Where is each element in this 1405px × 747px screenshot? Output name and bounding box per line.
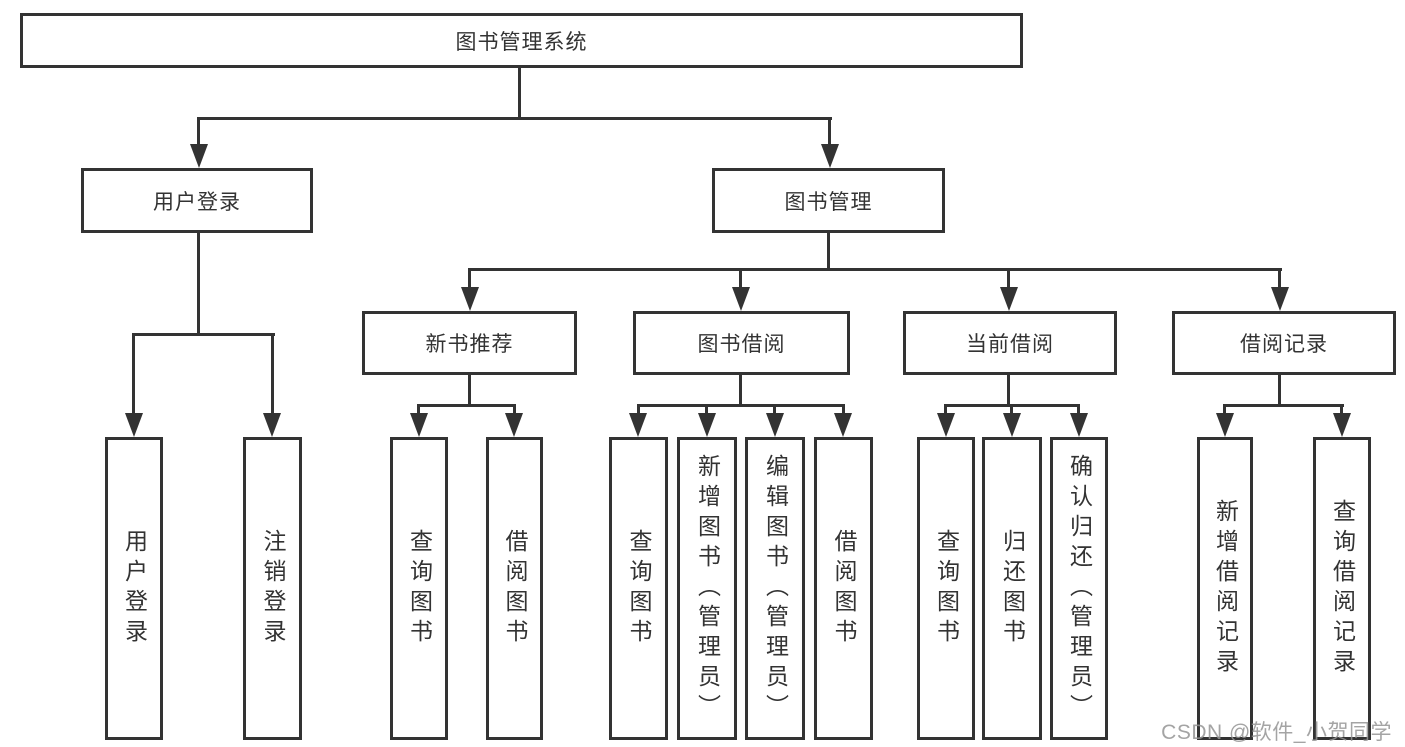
leaf-label: 注销登录 [260,528,286,649]
leaf-user-login: 用户登录 [105,437,163,740]
arrow-down-icon [1003,413,1021,437]
connector-stem [1278,373,1281,407]
node-current-borrow-label: 当前借阅 [966,333,1054,356]
connector-drop [637,404,640,416]
connector-drop [1223,404,1226,416]
node-user-login: 用户登录 [81,168,313,233]
arrow-down-icon [1216,413,1234,437]
arrow-down-icon [629,413,647,437]
leaf-query-books-new: 查询图书 [390,437,448,740]
leaf-return-book: 归还图书 [982,437,1042,740]
node-root: 图书管理系统 [20,13,1023,68]
connector-login-hline [132,333,275,336]
connector-drop [1077,404,1080,416]
arrow-down-icon [1070,413,1088,437]
arrow-down-icon [937,413,955,437]
connector-hline [637,404,845,407]
arrow-down-icon [732,287,750,311]
arrow-down-icon [263,413,281,437]
node-book-mgmt: 图书管理 [712,168,945,233]
connector-trunk [518,66,521,120]
node-book-borrow-label: 图书借阅 [697,333,786,356]
connector-drop [1340,404,1343,416]
leaf-borrow-books: 借阅图书 [814,437,873,740]
leaf-add-book-admin: 新增图书（管理员） [677,437,737,740]
leaf-query-borrow-record: 查询借阅记录 [1313,437,1371,740]
leaf-label: 查询借阅记录 [1329,498,1356,679]
connector-drop [705,404,708,416]
leaf-edit-book-admin: 编辑图书（管理员） [745,437,805,740]
connector-drop [468,268,471,290]
arrow-down-icon [410,413,428,437]
arrow-down-icon [125,413,143,437]
leaf-query-books-current: 查询图书 [917,437,975,740]
leaf-label: 编辑图书（管理员） [762,453,789,724]
connector-hline [419,404,516,407]
connector-drop [513,404,516,416]
connector-stem [1007,373,1010,407]
node-book-borrow: 图书借阅 [633,311,850,375]
connector-level1-hline [197,117,832,120]
connector-drop [1278,268,1281,290]
connector-drop [132,333,135,416]
connector-drop [1010,404,1013,416]
leaf-confirm-return-admin: 确认归还（管理员） [1050,437,1108,740]
leaf-label: 查询图书 [626,528,652,649]
connector-drop [773,404,776,416]
arrow-down-icon [1271,287,1289,311]
connector-level3-hline [468,268,1282,271]
connector-drop [417,404,420,416]
leaf-logout: 注销登录 [243,437,302,740]
node-root-label: 图书管理系统 [455,30,588,54]
arrow-down-icon [461,287,479,311]
arrow-down-icon [505,413,523,437]
node-borrow-records: 借阅记录 [1172,311,1396,375]
connector-drop [271,333,274,416]
connector-drop-book-mgmt [828,117,831,147]
node-user-login-label: 用户登录 [153,190,241,214]
leaf-label: 借阅图书 [831,528,857,649]
arrow-down-icon [698,413,716,437]
node-current-borrow: 当前借阅 [903,311,1117,375]
connector-drop [1007,268,1010,290]
connector-hline [1224,404,1344,407]
csdn-watermark: CSDN @软件_小贺同学 [1161,721,1392,744]
arrow-down-icon [834,413,852,437]
leaf-label: 确认归还（管理员） [1066,453,1093,724]
leaf-label: 借阅图书 [502,528,528,649]
connector-mgmt-stem [827,233,830,271]
leaf-borrow-books-new: 借阅图书 [486,437,543,740]
leaf-label: 归还图书 [999,528,1026,649]
arrow-down-icon [1333,413,1351,437]
arrow-down-icon [1000,287,1018,311]
arrow-down-icon [766,413,784,437]
connector-login-stem [197,233,200,335]
leaf-label: 查询图书 [406,528,433,649]
leaf-query-books-borrow: 查询图书 [609,437,668,740]
connector-drop [842,404,845,416]
leaf-label: 查询图书 [933,528,960,649]
node-borrow-records-label: 借阅记录 [1240,333,1328,356]
connector-drop [944,404,947,416]
leaf-add-borrow-record: 新增借阅记录 [1197,437,1253,740]
connector-stem [468,373,471,407]
leaf-label: 新增借阅记录 [1212,498,1239,679]
arrow-down-icon [190,144,208,168]
node-book-mgmt-label: 图书管理 [784,190,873,214]
leaf-label: 新增图书（管理员） [694,453,721,724]
connector-drop-user-login [197,117,200,147]
node-new-books-label: 新书推荐 [425,333,514,356]
connector-drop [739,268,742,290]
node-new-books: 新书推荐 [362,311,577,375]
connector-stem [739,373,742,407]
arrow-down-icon [821,144,839,168]
leaf-label: 用户登录 [121,528,148,649]
